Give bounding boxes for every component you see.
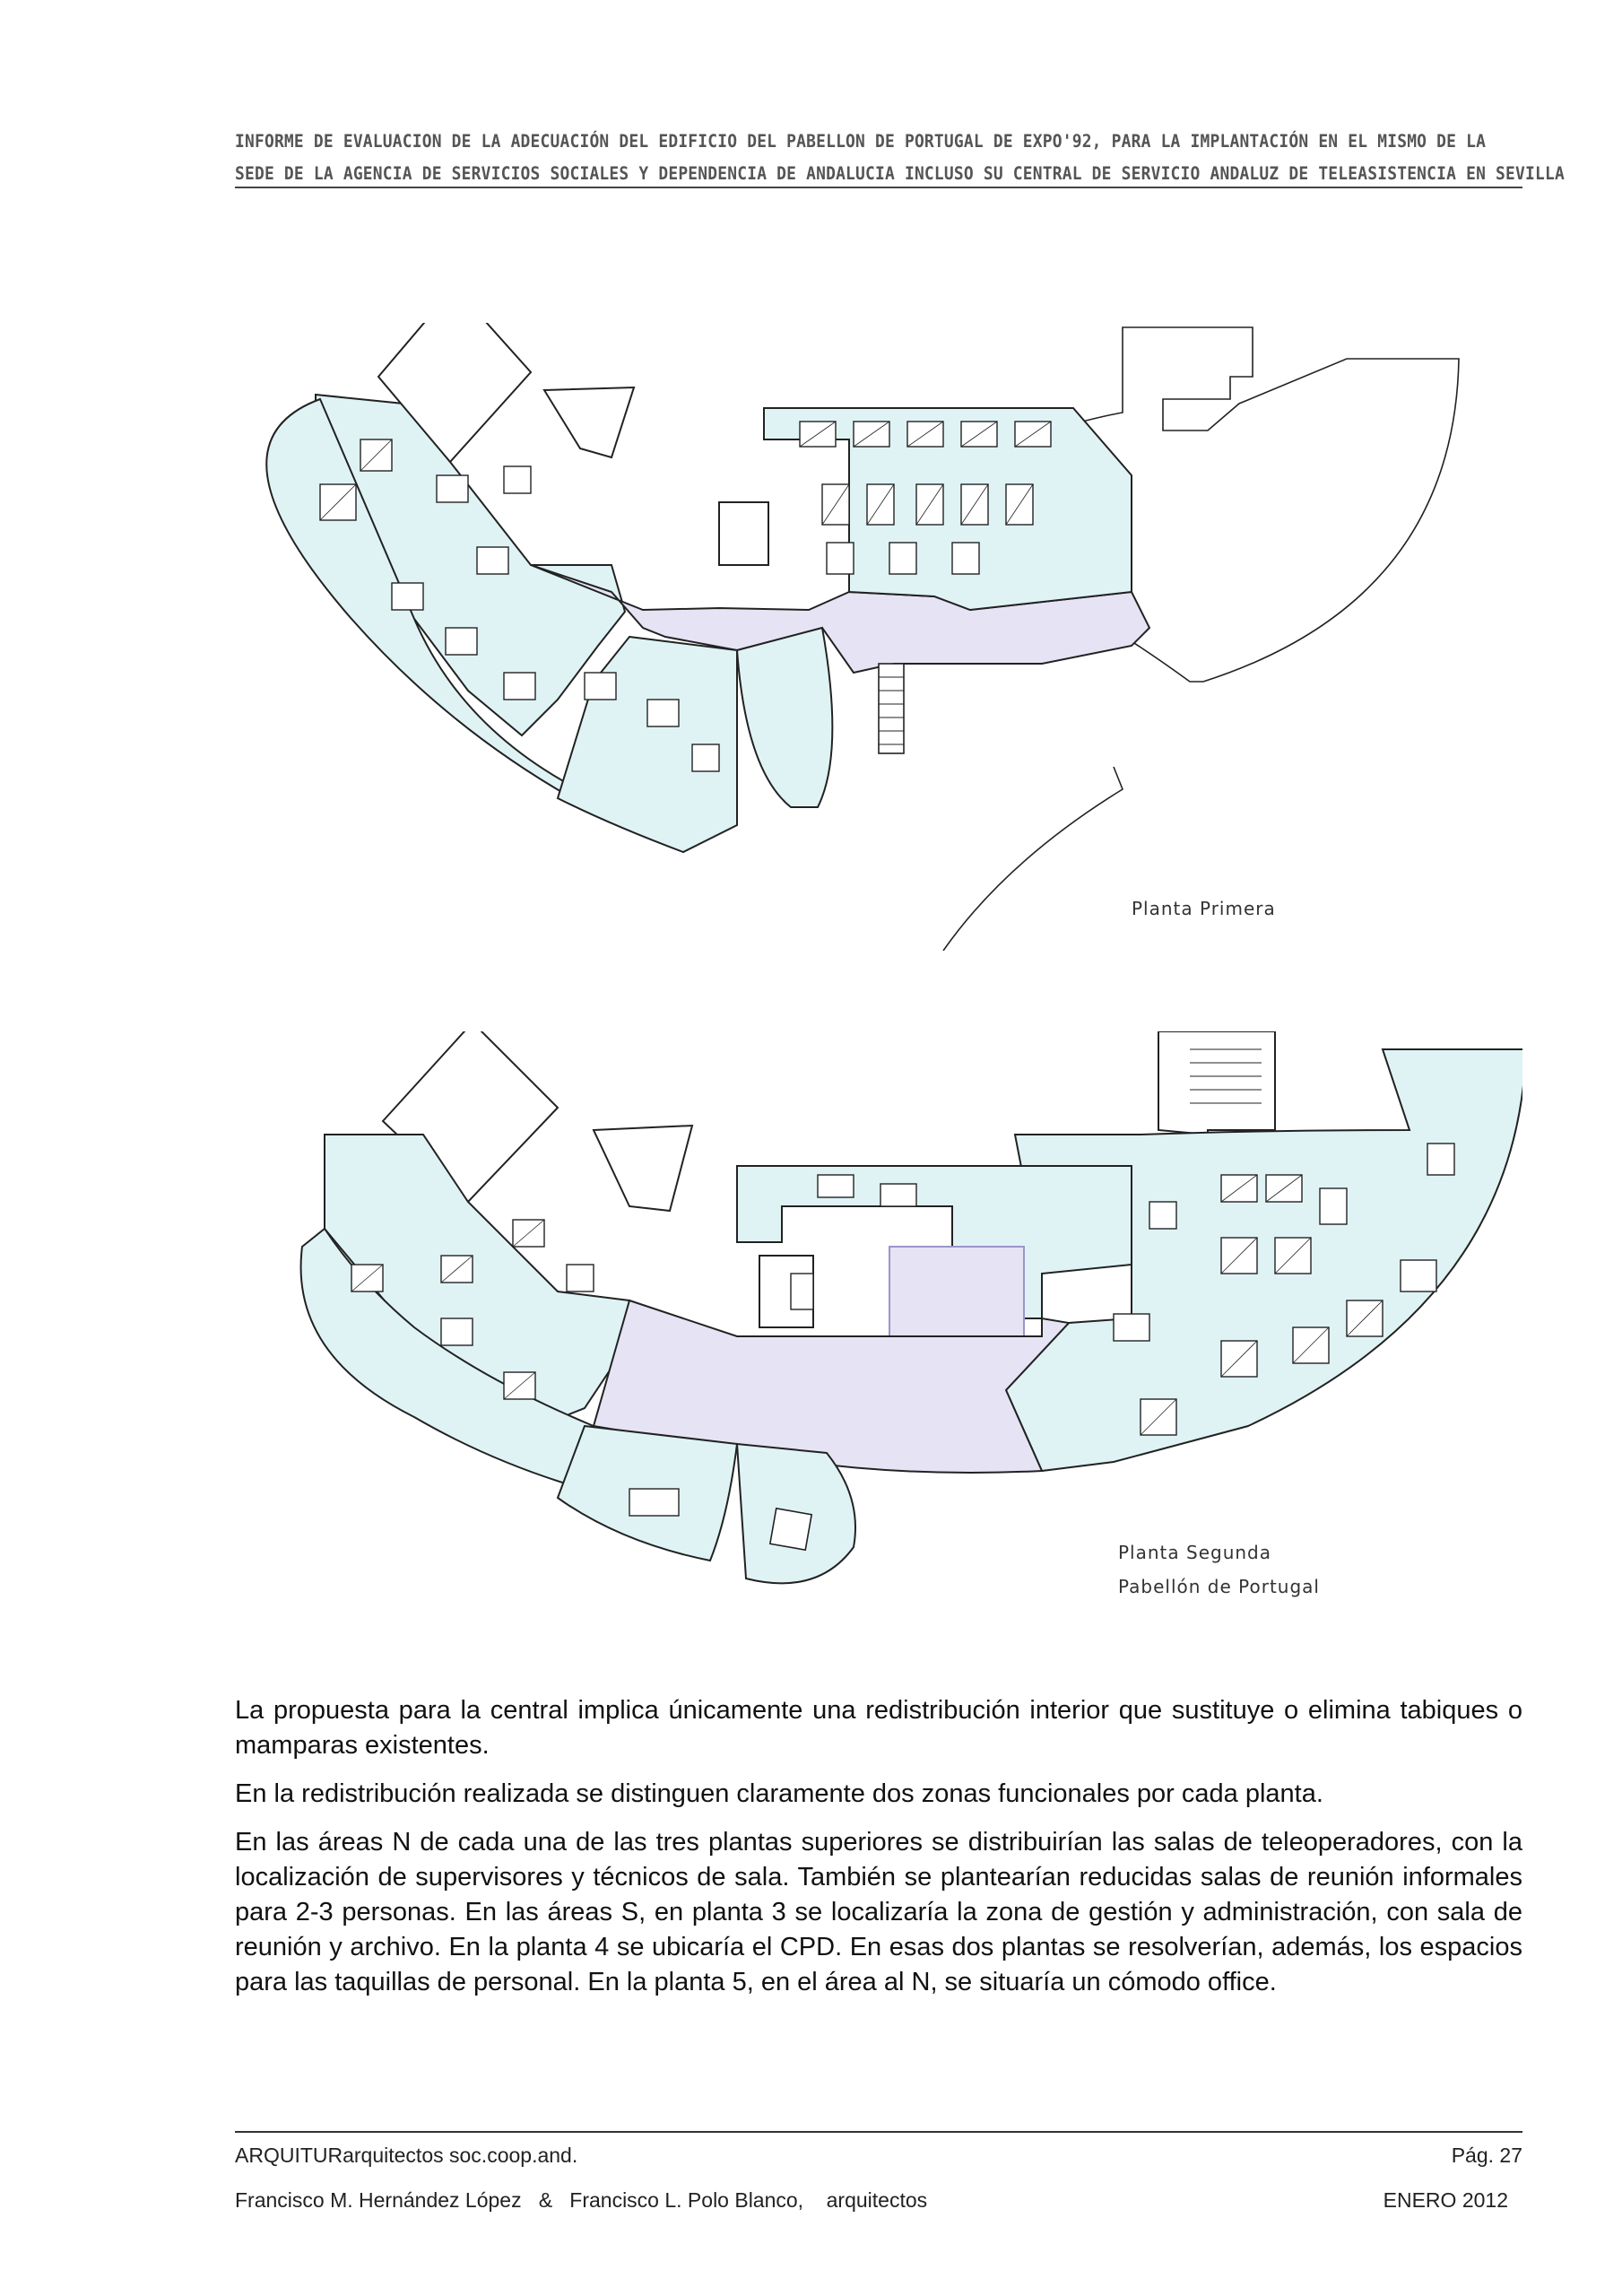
floor-plan-second-drawing: Planta Segunda Pabellón de Portugal — [299, 1031, 1522, 1597]
second-south-well — [768, 1507, 813, 1552]
footer-page-number: Pág. 27 — [1451, 2144, 1522, 2167]
header-rule — [235, 187, 1522, 188]
footer-date: ENERO 2012 — [1383, 2188, 1508, 2212]
footer-authors: Francisco M. Hernández López & Francisco… — [235, 2188, 928, 2212]
second-plan-sublabel: Pabellón de Portugal — [1118, 1576, 1320, 1597]
first-circulation — [530, 564, 1151, 674]
second-toilets — [889, 1246, 1025, 1337]
header-line-2: SEDE DE LA AGENCIA DE SERVICIOS SOCIALES… — [235, 163, 1565, 184]
footer-company: ARQUITURarquitectos soc.coop.and. — [235, 2144, 578, 2167]
second-east-wedge — [1004, 1048, 1522, 1473]
floor-plan-first: Planta Primera — [235, 323, 1522, 951]
body-text: La propuesta para la central implica úni… — [235, 1693, 1522, 2013]
first-plan-label: Planta Primera — [1132, 898, 1276, 919]
footer-rule — [235, 2131, 1522, 2133]
paragraph-1: La propuesta para la central implica úni… — [235, 1696, 1522, 1760]
paragraph-2: En la redistribución realizada se distin… — [235, 1779, 1323, 1808]
first-stair-core — [542, 386, 636, 459]
second-meeting-table — [629, 1488, 680, 1517]
second-stair-core — [592, 1124, 694, 1213]
page-header: INFORME DE EVALUACION DE LA ADECUACIÓN D… — [235, 126, 1565, 190]
first-west-arc — [265, 397, 703, 854]
first-exit-stair — [878, 663, 905, 754]
second-plan-label: Planta Segunda — [1118, 1542, 1271, 1563]
first-elevators — [718, 501, 769, 566]
second-stair-tower — [1158, 1031, 1276, 1136]
paragraph-3: En las áreas N de cada una de las tres p… — [235, 1828, 1522, 1996]
floor-plan-second: Planta Segunda Pabellón de Portugal — [235, 1031, 1522, 1605]
floor-plan-first-drawing: Planta Primera — [265, 323, 1460, 951]
header-line-1: INFORME DE EVALUACION DE LA ADECUACIÓN D… — [235, 131, 1487, 152]
first-south-bulb — [735, 626, 834, 808]
first-lightwell — [377, 323, 533, 464]
